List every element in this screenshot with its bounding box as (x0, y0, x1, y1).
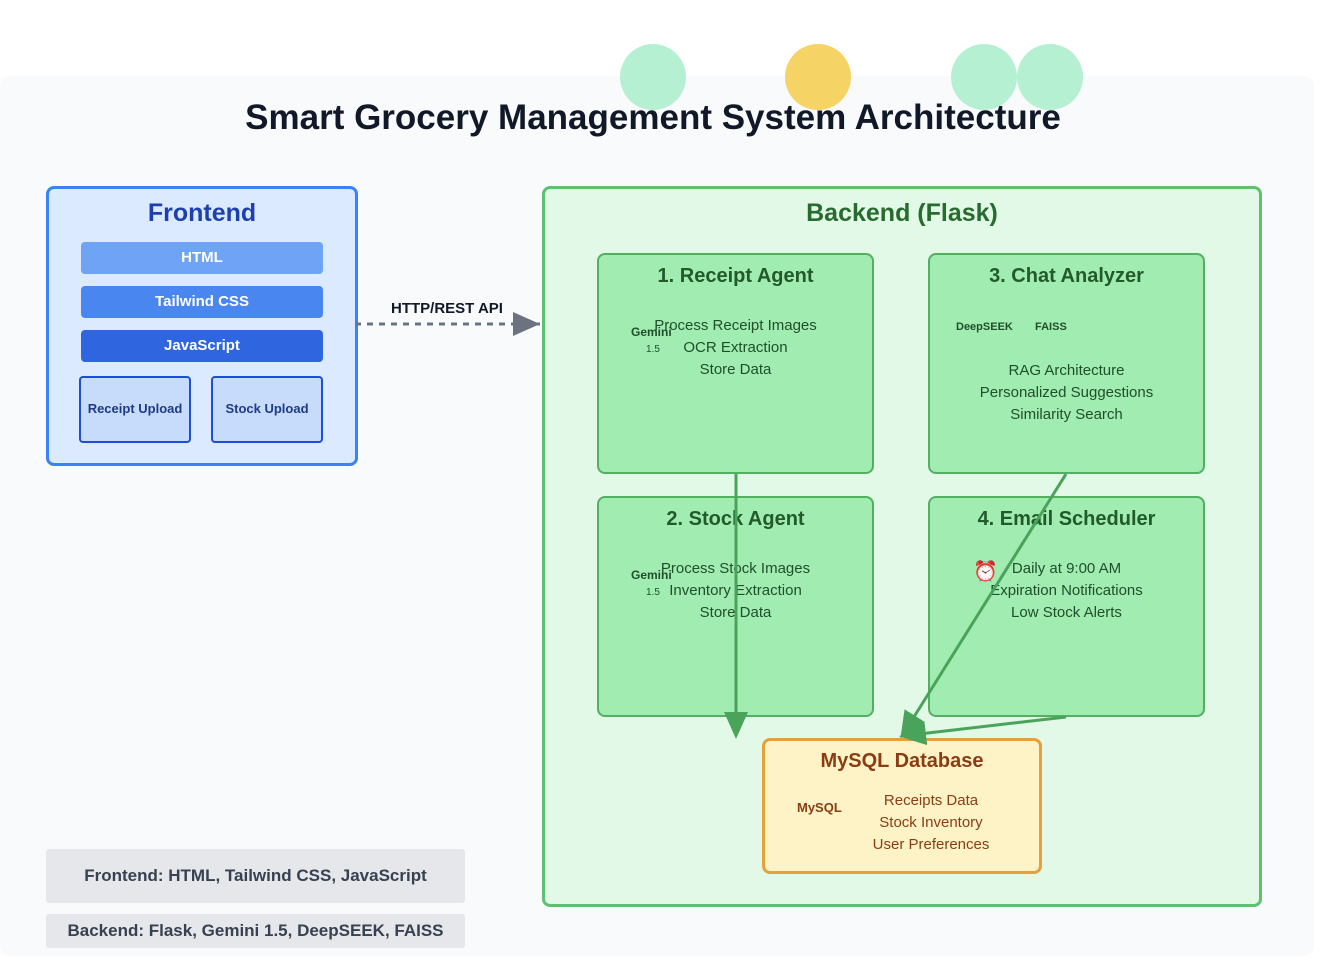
backend-legend: Backend: Flask, Gemini 1.5, DeepSEEK, FA… (46, 914, 465, 948)
chat-analyzer-line-2: Personalized Suggestions (979, 384, 1154, 401)
database-title: MySQL Database (820, 750, 984, 772)
database-line-2: Stock Inventory (879, 814, 983, 831)
gemini-version-label: 1.5 (646, 344, 660, 355)
faiss-logo-label: FAISS (1035, 321, 1067, 333)
email-scheduler-box: 4. Email Scheduler ⏰ Daily at 9:00 AM Ex… (928, 496, 1205, 717)
database-line-3: User Preferences (872, 836, 990, 853)
decorative-circle-2 (785, 44, 851, 110)
frontend-legend: Frontend: HTML, Tailwind CSS, JavaScript (46, 849, 465, 903)
backend-title: Backend (Flask) (806, 199, 998, 227)
decorative-circle-1 (620, 44, 686, 110)
receipt-agent-box: 1. Receipt Agent Process Receipt Images … (597, 253, 874, 474)
api-connection-label: HTTP/REST API (391, 300, 503, 317)
html-layer: HTML (81, 242, 323, 274)
receipt-agent-line-3: Store Data (699, 361, 772, 378)
decorative-circle-4 (1017, 44, 1083, 110)
frontend-title: Frontend (147, 199, 257, 227)
alarm-clock-icon: ⏰ (973, 561, 998, 583)
chat-analyzer-line-3: Similarity Search (1010, 406, 1123, 423)
email-scheduler-title: 4. Email Scheduler (977, 508, 1156, 530)
chat-analyzer-title: 3. Chat Analyzer (989, 265, 1144, 287)
mysql-database-box: MySQL Database MySQL Receipts Data Stock… (762, 738, 1042, 874)
receipt-agent-title: 1. Receipt Agent (657, 265, 814, 287)
email-scheduler-description: Daily at 9:00 AM Expiration Notification… (930, 558, 1203, 624)
deepseek-logo-label: DeepSEEK (956, 321, 1013, 333)
chat-analyzer-box: 3. Chat Analyzer DeepSEEK FAISS RAG Arch… (928, 253, 1205, 474)
database-description: Receipts Data Stock Inventory User Prefe… (841, 790, 1021, 856)
chat-analyzer-line-1: RAG Architecture (1008, 362, 1125, 379)
javascript-layer: JavaScript (81, 330, 323, 362)
chat-to-db-arrow (900, 473, 1068, 739)
receipt-agent-description: Process Receipt Images OCR Extraction St… (599, 315, 872, 381)
database-line-1: Receipts Data (883, 792, 979, 809)
mysql-logo-label: MySQL (797, 800, 842, 815)
gemini-version-label: 1.5 (646, 587, 660, 598)
email-scheduler-line-2: Expiration Notifications (990, 582, 1143, 599)
diagram-title: Smart Grocery Management System Architec… (245, 98, 1061, 137)
tailwind-layer: Tailwind CSS (81, 286, 323, 318)
gemini-logo-label: Gemini (631, 325, 672, 339)
chat-analyzer-description: RAG Architecture Personalized Suggestion… (930, 360, 1203, 426)
receipt-upload-box[interactable]: Receipt Upload (79, 376, 191, 443)
gemini-logo-label: Gemini (631, 568, 672, 582)
stock-upload-box[interactable]: Stock Upload (211, 376, 323, 443)
email-scheduler-line-3: Low Stock Alerts (1011, 604, 1122, 621)
receipt-agent-line-2: OCR Extraction (683, 339, 788, 356)
decorative-circle-3 (951, 44, 1017, 110)
email-to-db-arrow (899, 715, 1067, 746)
frontend-panel: Frontend HTML Tailwind CSS JavaScript Re… (46, 186, 358, 466)
email-scheduler-line-1: Daily at 9:00 AM (1011, 560, 1122, 577)
receipt-agent-line-1: Process Receipt Images (654, 317, 817, 334)
